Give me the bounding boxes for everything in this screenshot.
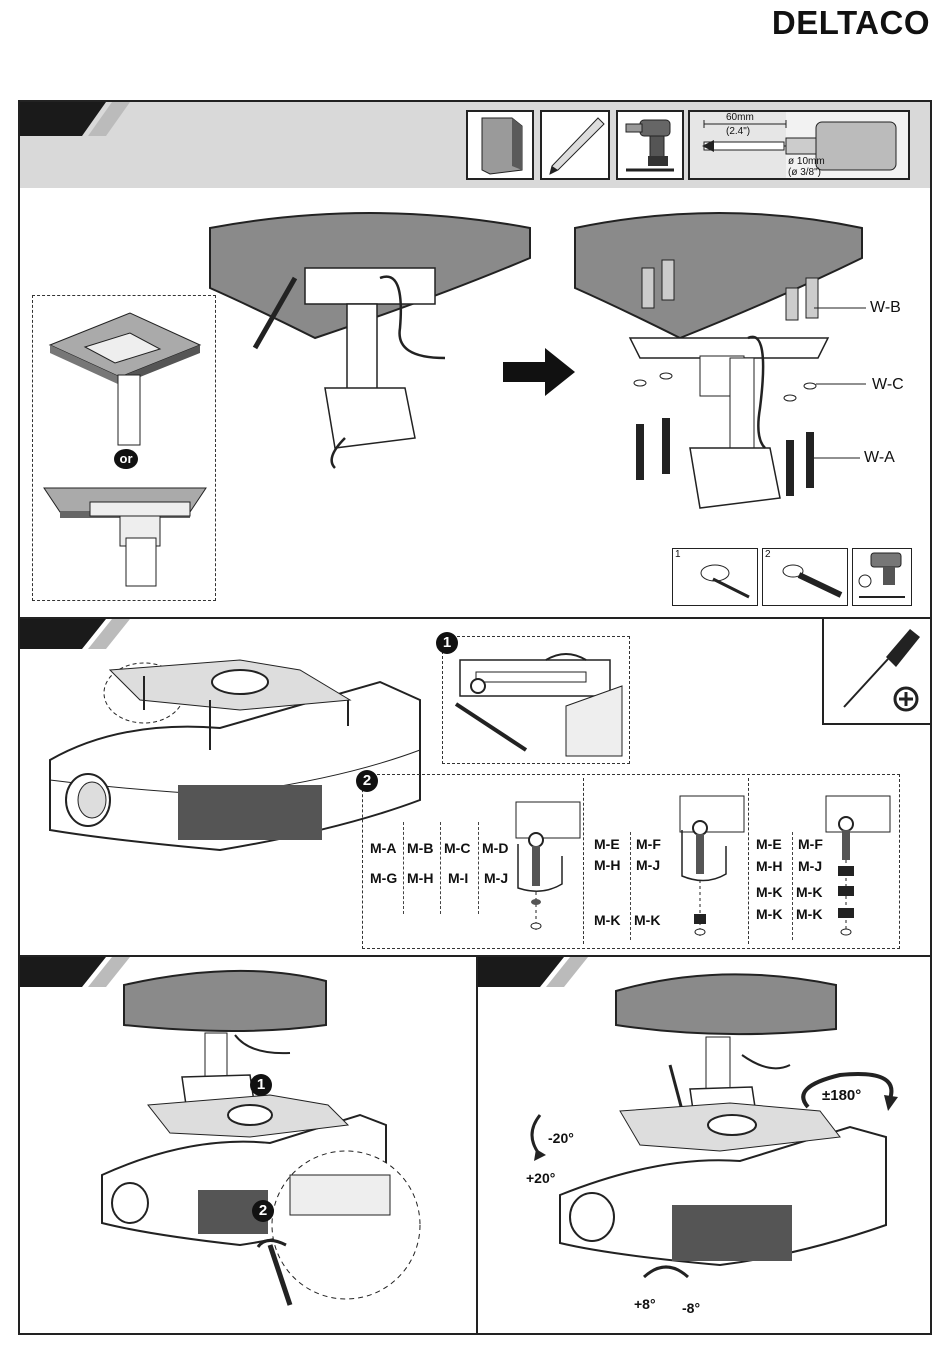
part-m-k-3: M-K bbox=[756, 884, 782, 900]
ceiling-mount-option-a bbox=[40, 305, 210, 445]
tilt-down-label: +20° bbox=[526, 1170, 555, 1186]
part-m-i: M-I bbox=[448, 870, 468, 886]
part-m-a: M-A bbox=[370, 840, 396, 856]
part-m-k-2: M-K bbox=[634, 912, 660, 928]
step3-circle-1: 1 bbox=[250, 1074, 272, 1096]
screwdriver-box bbox=[822, 619, 930, 725]
ceiling-anchors-drawing bbox=[570, 208, 870, 518]
part-m-f-1: M-F bbox=[636, 836, 661, 852]
part-label-wb: W-B bbox=[870, 299, 901, 317]
drill-diameter-inch: (ø 3/8") bbox=[788, 167, 821, 178]
part-m-b: M-B bbox=[407, 840, 433, 856]
level-left-label: +8° bbox=[634, 1296, 656, 1312]
part-m-j-1: M-J bbox=[484, 870, 508, 886]
part-m-c: M-C bbox=[444, 840, 470, 856]
step4-adjust-drawing bbox=[520, 965, 910, 1305]
ceiling-mount-drawing bbox=[205, 208, 535, 478]
detail-2-divider-2 bbox=[748, 778, 749, 944]
group1-col-divider-2 bbox=[440, 822, 441, 914]
drill-icon bbox=[616, 110, 684, 180]
bracket-arm-detail-1 bbox=[512, 796, 584, 936]
wall-material-icon bbox=[466, 110, 534, 180]
part-label-wa: W-A bbox=[864, 449, 895, 467]
part-m-j-2: M-J bbox=[636, 857, 660, 873]
group3-col-divider bbox=[792, 832, 793, 940]
bracket-arm-detail-3 bbox=[822, 790, 894, 940]
step2-circle-2: 2 bbox=[356, 770, 378, 792]
step3-attach-drawing bbox=[90, 965, 470, 1325]
part-m-h-1: M-H bbox=[407, 870, 433, 886]
detail-1-drawing bbox=[446, 646, 626, 758]
drill-diameter-mm: ø 10mm bbox=[788, 156, 825, 167]
drill-depth-mm: 60mm bbox=[726, 112, 754, 123]
part-m-j-3: M-J bbox=[798, 858, 822, 874]
part-m-d: M-D bbox=[482, 840, 508, 856]
or-badge: or bbox=[114, 449, 138, 469]
part-m-e-2: M-E bbox=[756, 836, 782, 852]
tilt-up-label: -20° bbox=[548, 1130, 574, 1146]
level-right-label: -8° bbox=[682, 1300, 700, 1316]
step1-header-tab bbox=[20, 102, 140, 136]
inset-drill-hole: 2 bbox=[762, 548, 848, 606]
group2-col-divider bbox=[630, 832, 631, 940]
next-step-arrow bbox=[503, 348, 577, 396]
part-label-wc: W-C bbox=[872, 376, 904, 394]
group1-col-divider-3 bbox=[478, 822, 479, 914]
rotation-label: ±180° bbox=[822, 1087, 861, 1104]
ceiling-mount-option-b bbox=[40, 478, 210, 588]
part-m-h-2: M-H bbox=[594, 857, 620, 873]
step3-circle-2: 2 bbox=[252, 1200, 274, 1222]
pencil-icon bbox=[540, 110, 610, 180]
brand-logo: DELTACO bbox=[772, 4, 930, 42]
part-m-k-6: M-K bbox=[796, 906, 822, 922]
bracket-arm-detail-2 bbox=[676, 790, 748, 940]
inset-tools bbox=[852, 548, 912, 606]
group1-col-divider-1 bbox=[403, 822, 404, 914]
drilling-depth-diagram: 60mm (2.4") ø 10mm (ø 3/8") bbox=[688, 110, 910, 180]
part-m-k-5: M-K bbox=[756, 906, 782, 922]
part-m-k-1: M-K bbox=[594, 912, 620, 928]
part-m-h-3: M-H bbox=[756, 858, 782, 874]
part-m-g: M-G bbox=[370, 870, 397, 886]
part-m-e-1: M-E bbox=[594, 836, 620, 852]
inset-mark-position: 1 bbox=[672, 548, 758, 606]
part-m-f-2: M-F bbox=[798, 836, 823, 852]
drill-depth-inch: (2.4") bbox=[726, 126, 750, 137]
part-m-k-4: M-K bbox=[796, 884, 822, 900]
